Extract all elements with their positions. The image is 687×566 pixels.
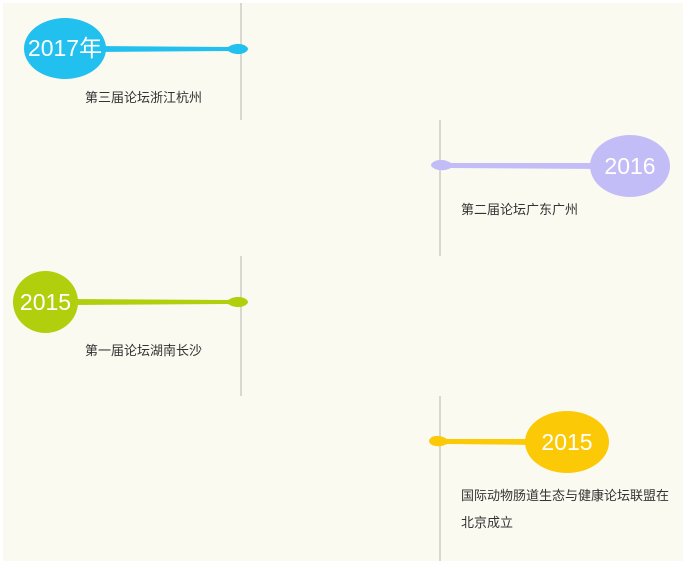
year-label: 2015 (19, 288, 72, 315)
timeline-axis-segment (240, 256, 242, 396)
event-caption: 第二届论坛广东广州 (461, 203, 579, 218)
year-bubble: 2015 (525, 411, 609, 473)
event-caption: 第三届论坛浙江杭州 (85, 91, 203, 106)
timeline-axis-segment (439, 396, 441, 561)
timeline-axis-segment (439, 120, 441, 256)
year-label: 2015 (541, 428, 593, 455)
year-bubble: 2016 (590, 135, 670, 197)
year-bubble: 2015 (13, 271, 78, 333)
year-label: 2016 (604, 152, 656, 179)
year-label: 2017年 (27, 35, 103, 61)
timeline-axis-segment (240, 3, 242, 120)
event-caption: 第一届论坛湖南长沙 (85, 344, 203, 359)
year-bubble: 2017年 (24, 18, 106, 79)
event-caption: 国际动物肠道生态与健康论坛联盟在北京成立 (461, 489, 670, 531)
